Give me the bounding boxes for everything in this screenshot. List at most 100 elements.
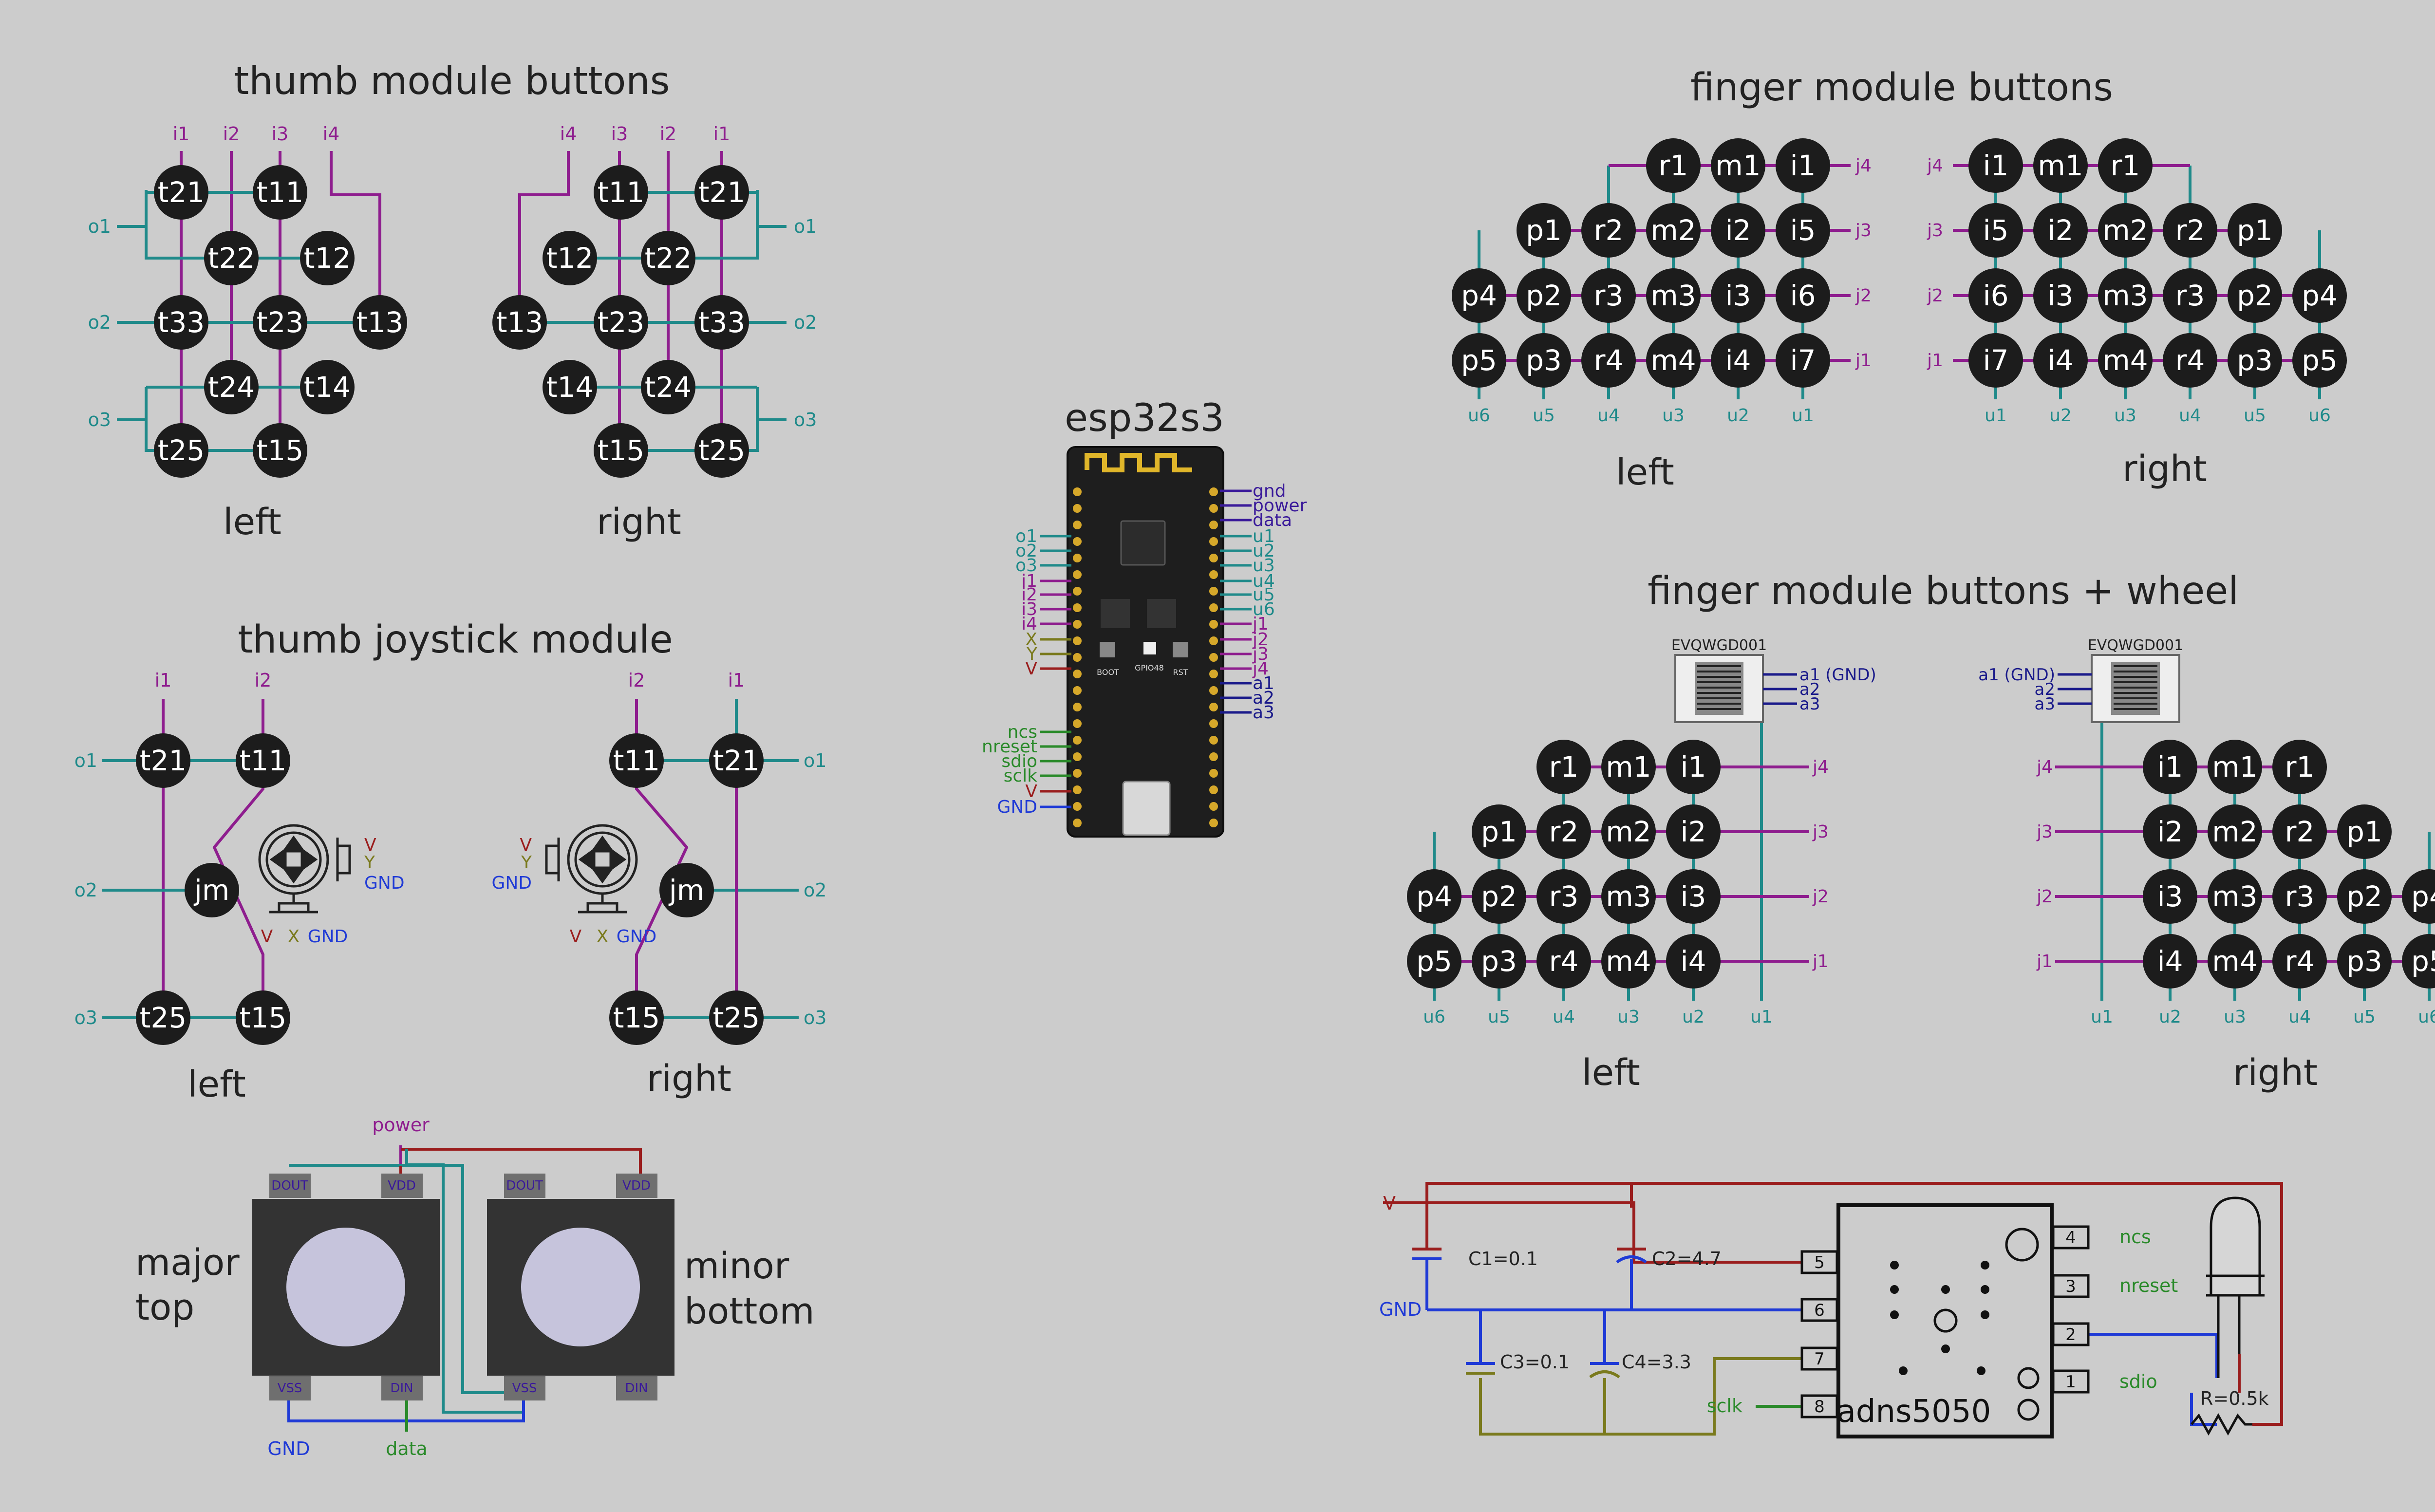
joy-right-gnd-label: GND — [491, 873, 532, 893]
thumb-buttons-title: thumb module buttons — [234, 59, 670, 103]
node-circle — [154, 423, 208, 478]
adns-chip-label: adns5050 — [1837, 1394, 1991, 1430]
node-circle — [594, 423, 648, 478]
node-circle — [2337, 804, 2392, 859]
node-label: i7 — [1790, 344, 1816, 377]
node-label: m3 — [1650, 279, 1696, 312]
pin-pad — [1073, 537, 1082, 546]
silk-rst: RST — [1173, 668, 1188, 677]
wheel-right-u1-label: u1 — [2091, 1007, 2113, 1027]
thumb-right-i3-label: i3 — [611, 123, 628, 145]
adns-hole-lower-2 — [2017, 1399, 2040, 1421]
pin-pad — [1073, 620, 1082, 629]
button-node-t21: t21 — [709, 733, 764, 788]
thumb-right-i4-label: i4 — [560, 123, 577, 145]
finger-left-caption: left — [1616, 451, 1674, 493]
esp-right-pin-u5: u5 — [1253, 585, 1275, 605]
node-circle — [1776, 333, 1830, 388]
node-circle — [2402, 869, 2435, 924]
joy-right-i1-label: i1 — [728, 670, 745, 691]
node-label: p4 — [2411, 880, 2435, 913]
thumb-right-i1-label: i1 — [713, 123, 730, 145]
node-label: t21 — [698, 176, 746, 209]
wheel-right-u6-label: u6 — [2418, 1007, 2435, 1027]
node-label: p5 — [2302, 344, 2338, 377]
esp-right-pin-a1: a1 — [1253, 673, 1274, 693]
esp-left-pin-X: X — [1025, 630, 1037, 650]
node-label: r4 — [1594, 344, 1624, 377]
joy-left-x-label: X — [288, 927, 300, 947]
node-circle — [2098, 203, 2153, 258]
button-node-m2: m2 — [1646, 203, 1701, 258]
button-node-i6: i6 — [1968, 268, 2023, 323]
finger-wheel-title: finger module buttons + wheel — [1648, 569, 2239, 613]
node-circle — [1601, 740, 1656, 794]
node-circle — [1968, 203, 2023, 258]
pad-label-vss: VSS — [512, 1381, 537, 1396]
button-node-p3: p3 — [1517, 333, 1571, 388]
node-label: i2 — [2157, 815, 2183, 848]
finger-left-j4-label: j4 — [1855, 156, 1872, 176]
node-label: i3 — [2157, 880, 2183, 913]
wheel-right-u2-label: u2 — [2159, 1007, 2181, 1027]
node-label: r2 — [1549, 815, 1579, 848]
node-label: t15 — [598, 434, 645, 467]
button-node-m4: m4 — [1601, 934, 1656, 989]
c4-bottom-plate — [1589, 1370, 1620, 1379]
node-circle — [709, 990, 764, 1045]
pin2-wire — [2028, 1333, 2218, 1378]
node-circle — [154, 165, 208, 220]
node-label: i7 — [1983, 344, 2008, 377]
node-label: p2 — [2237, 279, 2273, 312]
node-label: p5 — [1461, 344, 1497, 377]
joy-left-gnd-bottom-label: GND — [308, 927, 348, 947]
node-circle — [2272, 869, 2327, 924]
pin-pad — [1073, 752, 1082, 761]
joy-right-gnd-bottom-label: GND — [617, 927, 657, 947]
node-label: p5 — [2411, 945, 2435, 978]
adns-v-rail — [1383, 1182, 2283, 1426]
wire-i4-left — [330, 151, 381, 321]
node-label: p1 — [2346, 815, 2382, 848]
node-label: i5 — [1983, 214, 2008, 247]
node-circle — [2292, 268, 2347, 323]
esp-left-pin-i1: i1 — [1021, 571, 1037, 591]
adns-pin-5 — [1800, 1250, 1838, 1274]
button-node-t22: t22 — [641, 231, 695, 285]
node-label: jm — [668, 874, 705, 907]
pin-pad — [1073, 769, 1082, 778]
button-node-i4: i4 — [2033, 333, 2088, 388]
esp-right-pin-data: data — [1253, 510, 1292, 530]
esp32s3-section: esp32s3 BOOT GPIO48 RST o1o2o3i1i2i3i4XY… — [982, 396, 1307, 838]
pad-label-dout: DOUT — [506, 1178, 543, 1193]
pad-dout — [504, 1174, 545, 1198]
pin-pad — [1209, 719, 1218, 728]
button-node-i2: i2 — [1666, 804, 1721, 859]
esp-left-pin-i4: i4 — [1021, 614, 1037, 634]
adns-chip-body — [1836, 1203, 2054, 1438]
node-circle — [2402, 934, 2435, 989]
node-label: t23 — [257, 306, 304, 339]
sensor-data-label: data — [386, 1438, 428, 1459]
finger-right-u6-label: u6 — [2308, 406, 2331, 426]
esp-left-pin-nreset: nreset — [982, 737, 1037, 757]
encoder-left-a1-label: a1 (GND) — [1799, 665, 1876, 685]
button-node-jm: jm — [659, 863, 714, 917]
joy-left-v-label: V — [364, 835, 376, 855]
pin-pad — [1209, 653, 1218, 662]
finger-wheel-grid: r1r1m1m1i1i1p1p1r2r2m2m2i2i2p4p4p2p2r3r3… — [1407, 637, 2435, 1027]
node-label: r4 — [1549, 945, 1579, 978]
joystick-left-caption: left — [187, 1064, 246, 1105]
finger-right-j4-label: j4 — [1927, 156, 1943, 176]
joy-left-y-label: Y — [364, 853, 375, 873]
node-circle — [2098, 333, 2153, 388]
button-node-t33: t33 — [694, 295, 749, 350]
finger-left-u1-label: u1 — [1792, 406, 1814, 426]
pin-pad — [1073, 670, 1082, 678]
joystick-symbols — [258, 824, 638, 914]
joystick-wires — [102, 699, 799, 1019]
